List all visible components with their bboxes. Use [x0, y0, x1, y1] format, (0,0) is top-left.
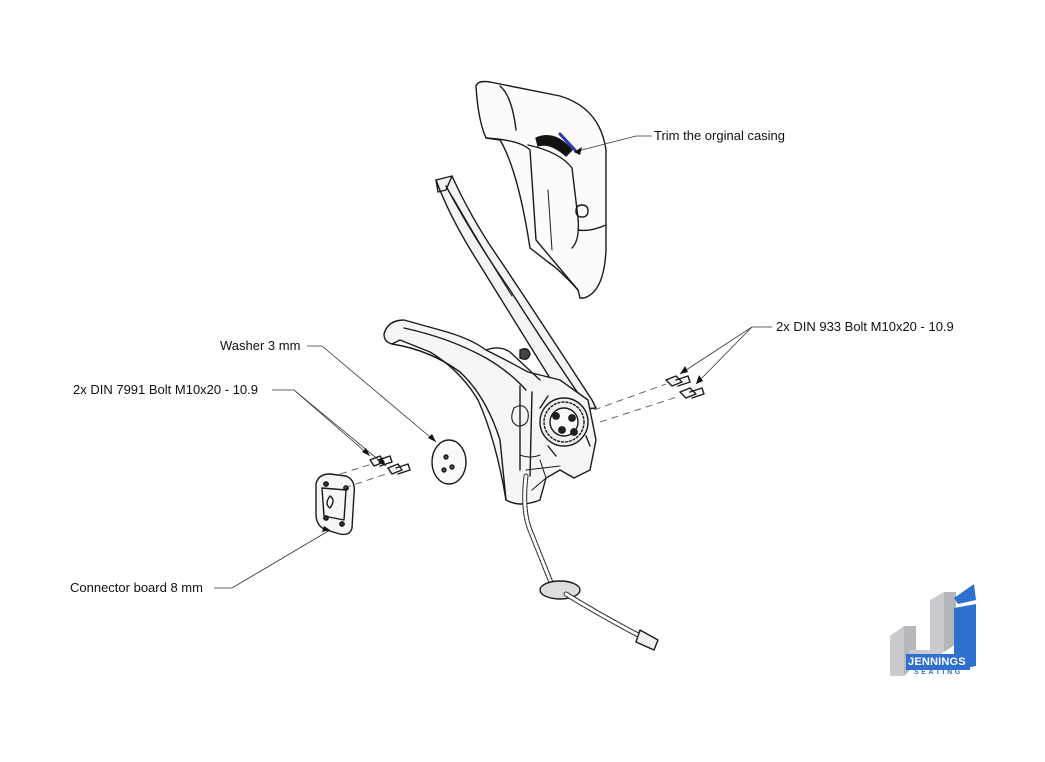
callout-connector-board: Connector board 8 mm: [70, 580, 203, 595]
callout-din7991-bolts: 2x DIN 7991 Bolt M10x20 - 10.9: [73, 382, 258, 397]
din933-bolts: [665, 375, 705, 399]
callout-trim-casing: Trim the orginal casing: [654, 128, 786, 143]
casing-part: [475, 80, 607, 299]
callout-din933-bolts: 2x DIN 933 Bolt M10x20 - 10.9: [776, 319, 954, 334]
connector-board-part: [315, 473, 356, 536]
logo-sub: SEATING: [914, 669, 963, 676]
jennings-seating-logo: [890, 584, 976, 676]
cable-part: [522, 473, 659, 651]
callout-washer: Washer 3 mm: [220, 338, 301, 353]
logo-name: JENNINGS: [908, 656, 966, 668]
armrest-bracket-part: [383, 319, 597, 505]
washer-part: [431, 439, 467, 485]
din7991-bolts: [369, 455, 411, 475]
